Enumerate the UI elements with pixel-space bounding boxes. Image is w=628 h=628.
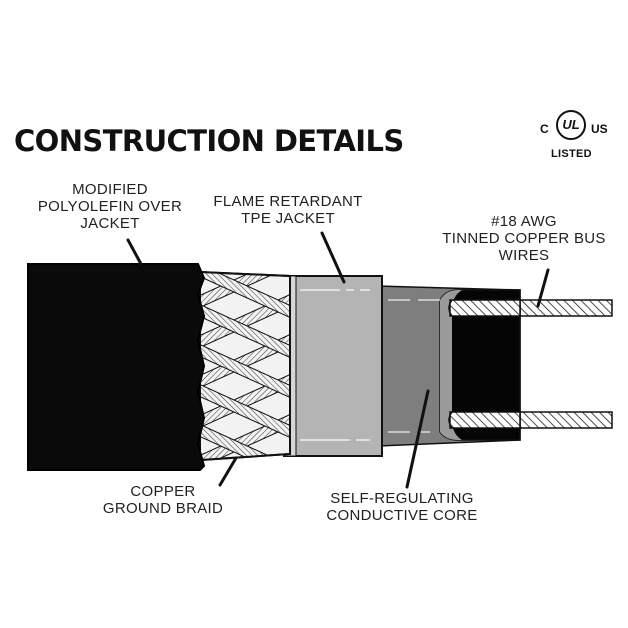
label-modified-polyolefin-jacket: MODIFIED POLYOLEFIN OVER JACKET [30,181,190,232]
label-line: TPE JACKET [241,210,335,227]
label-flame-retardant-jacket: FLAME RETARDANT TPE JACKET [200,193,376,227]
ul-listed-text: LISTED [551,148,592,160]
label-line: WIRES [498,247,550,264]
label-bus-wires: #18 AWG TINNED COPPER BUS WIRES [436,213,612,264]
tpe-jacket-icon [283,275,383,457]
ul-listed-mark: C UL US LISTED [536,104,616,168]
leader-copper-braid [218,456,238,487]
leader-bus-wires [536,268,550,308]
outer-jacket-icon [27,263,206,471]
ul-c-letter: C [540,122,549,136]
label-line: FLAME RETARDANT [213,193,363,210]
ul-us-letters: US [591,122,608,136]
leader-flame-jacket [320,231,346,284]
page-title: CONSTRUCTION DETAILS [14,124,404,158]
label-line: CONDUCTIVE CORE [326,507,478,524]
label-line: #18 AWG [491,213,557,230]
leader-conductive-core [405,389,430,489]
label-self-regulating-core: SELF-REGULATING CONDUCTIVE CORE [302,490,502,524]
label-line: GROUND BRAID [102,500,224,517]
label-line: JACKET [80,215,140,232]
copper-braid-icon [199,270,291,462]
label-line: COPPER [130,483,196,500]
label-line: POLYOLEFIN OVER [37,198,183,215]
label-line: MODIFIED [72,181,148,198]
label-line: SELF-REGULATING [330,490,474,507]
ul-logo-icon: UL [556,110,586,140]
label-copper-ground-braid: COPPER GROUND BRAID [88,483,238,517]
leader-modified-jacket [126,238,143,266]
conductive-core-icon [377,285,521,447]
label-line: TINNED COPPER BUS [442,230,606,247]
leader-lines [126,231,550,489]
